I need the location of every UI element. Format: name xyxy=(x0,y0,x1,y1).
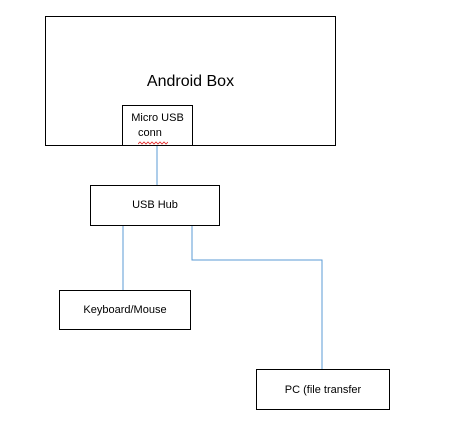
keyboard-mouse-label: Keyboard/Mouse xyxy=(83,304,167,316)
micro-usb-label-line1: Micro USB xyxy=(131,112,184,124)
pc-node: PC (file transfer xyxy=(256,369,390,410)
micro-usb-label-line2: conn xyxy=(138,127,162,139)
connector-hub-to-pc xyxy=(191,226,323,369)
micro-usb-node: Micro USB conn xyxy=(122,105,193,146)
keyboard-mouse-node: Keyboard/Mouse xyxy=(59,290,191,330)
usb-hub-node: USB Hub xyxy=(90,185,220,226)
android-box-label: Android Box xyxy=(146,73,235,90)
usb-hub-label: USB Hub xyxy=(132,199,178,211)
spellcheck-underline xyxy=(138,141,168,145)
pc-label: PC (file transfer xyxy=(284,384,362,396)
